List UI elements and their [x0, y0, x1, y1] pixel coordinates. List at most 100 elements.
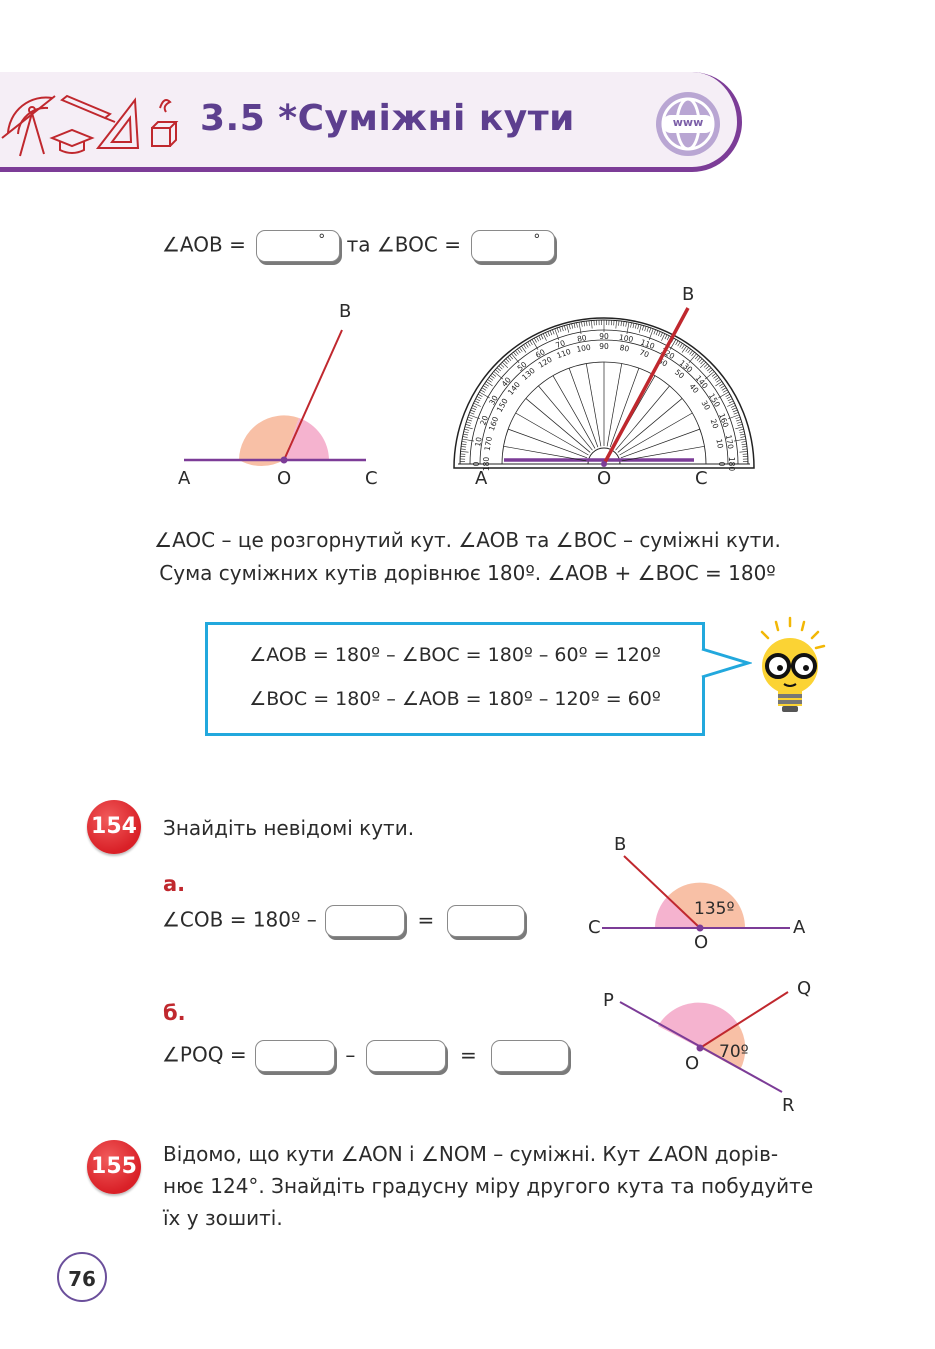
protractor-tick [460, 451, 469, 453]
protractor-tick [491, 373, 497, 377]
protractor-tick [586, 321, 588, 327]
protractor-outer-tick-label: 60 [534, 347, 547, 360]
protractor-tick [507, 356, 512, 361]
protractor-tick [653, 329, 656, 335]
protractor-spoke [615, 385, 670, 451]
protractor-tick [473, 402, 481, 407]
protractor-spoke [620, 428, 700, 459]
page-number: 76 [57, 1252, 107, 1302]
protractor-tick [484, 383, 489, 387]
part-b-label: б. [163, 1001, 186, 1025]
protractor-tick [735, 426, 744, 430]
protractor-point-c-label: C [695, 468, 708, 489]
adjacent-angles-figure [184, 329, 366, 467]
part-a-answer-box-1[interactable] [325, 905, 406, 937]
aob-answer-box[interactable]: ° [256, 230, 341, 262]
part-b-answer-box-3[interactable] [491, 1040, 570, 1072]
protractor-tick [679, 343, 683, 348]
protractor-tick [677, 341, 681, 347]
fig-b-angle-label: 70º [719, 1042, 749, 1062]
protractor-tick [505, 358, 510, 363]
protractor-tick [615, 320, 617, 329]
protractor-tick [700, 360, 705, 365]
protractor-tick [545, 332, 548, 338]
protractor-tick [564, 325, 566, 331]
intro-line: ∠AOB = ° та ∠BOC = ° [162, 230, 556, 262]
protractor-tick [711, 373, 717, 377]
task-155-line-3: їх у зошиті. [163, 1206, 283, 1230]
fig-b-point-o-label: O [685, 1053, 700, 1074]
protractor-tick [556, 327, 560, 333]
protractor-outer-tick-label: 170 [724, 434, 735, 450]
protractor-tick [573, 323, 576, 329]
protractor-tick [634, 323, 637, 329]
example-line-2: ∠BOC = 180º – ∠AOB = 180º – 120º = 60º [249, 688, 661, 710]
protractor-tick [493, 371, 504, 380]
protractor-tick [461, 443, 467, 445]
figure-154a [602, 855, 790, 932]
protractor-tick [464, 428, 470, 431]
protractor-tick [658, 331, 661, 337]
protractor-outer-tick-label: 100 [618, 333, 634, 344]
protractor-point-o-label: O [597, 468, 612, 489]
protractor-tick [474, 400, 480, 404]
protractor-tick [733, 412, 739, 415]
figure-154b [619, 991, 789, 1093]
protractor-tick [681, 345, 687, 353]
part-a-answer-box-2[interactable] [446, 905, 525, 937]
protractor-tick [462, 436, 468, 438]
protractor-spoke [515, 412, 589, 456]
protractor-tick [480, 389, 486, 393]
lightbulb-mascot-icon [760, 616, 826, 712]
protractor-tick [741, 443, 747, 445]
protractor-tick [566, 324, 570, 333]
protractor-spoke [619, 412, 693, 456]
protractor-outer-tick-label: 90 [599, 332, 609, 341]
part-b-answer-box-1[interactable] [254, 1040, 335, 1072]
boc-answer-box[interactable]: ° [471, 230, 556, 262]
protractor-spoke [525, 398, 591, 453]
protractor-tick [626, 322, 630, 335]
protractor-tick [490, 375, 495, 379]
protractor-inner-tick-label: 180 [482, 457, 491, 472]
protractor-tick [691, 351, 695, 357]
protractor-tick [716, 379, 721, 383]
protractor-spoke [538, 385, 593, 451]
protractor-inner-tick-label: 30 [699, 399, 712, 412]
protractor-tick [739, 433, 745, 436]
point-b-label: B [339, 301, 352, 322]
protractor-tick [559, 326, 562, 332]
protractor-outer-tick-label: 20 [478, 414, 490, 426]
protractor-tick [476, 396, 482, 400]
protractor-spoke [621, 445, 705, 462]
protractor-spoke [508, 428, 588, 459]
protractor-tick [472, 405, 478, 408]
fig-b-point-r-label: R [782, 1095, 795, 1116]
part-b-answer-box-2[interactable] [365, 1040, 446, 1072]
protractor-tick [467, 416, 473, 420]
protractor-inner-tick-label: 90 [599, 342, 609, 351]
pencil-icon [60, 94, 116, 123]
protractor-tick [483, 385, 488, 389]
header-band [0, 72, 742, 172]
protractor-tick [637, 324, 640, 330]
web-link-icon[interactable]: www [654, 90, 722, 158]
protractor-ray-ob [602, 307, 690, 465]
protractor-tick [487, 379, 492, 383]
triangle-ruler-icon [95, 97, 140, 149]
protractor-tick [538, 335, 542, 341]
protractor-tick [666, 335, 670, 341]
protractor-outer-tick-label: 180 [727, 457, 736, 472]
part-a-label: а. [163, 872, 186, 896]
protractor-spoke [609, 368, 640, 448]
rule-line-1: ∠AOC – це розгорнутий кут. ∠AOB та ∠BOC … [154, 528, 781, 552]
equals-sign: = [417, 907, 435, 932]
protractor-tick [632, 323, 635, 329]
protractor-spoke [552, 375, 596, 449]
ray-ob [283, 329, 343, 461]
protractor-inner-tick-label: 10 [714, 438, 725, 449]
protractor-tick [737, 424, 743, 426]
protractor-inner-tick-label: 20 [709, 418, 721, 430]
protractor-tick [696, 356, 701, 361]
protractor-tick [736, 419, 742, 422]
